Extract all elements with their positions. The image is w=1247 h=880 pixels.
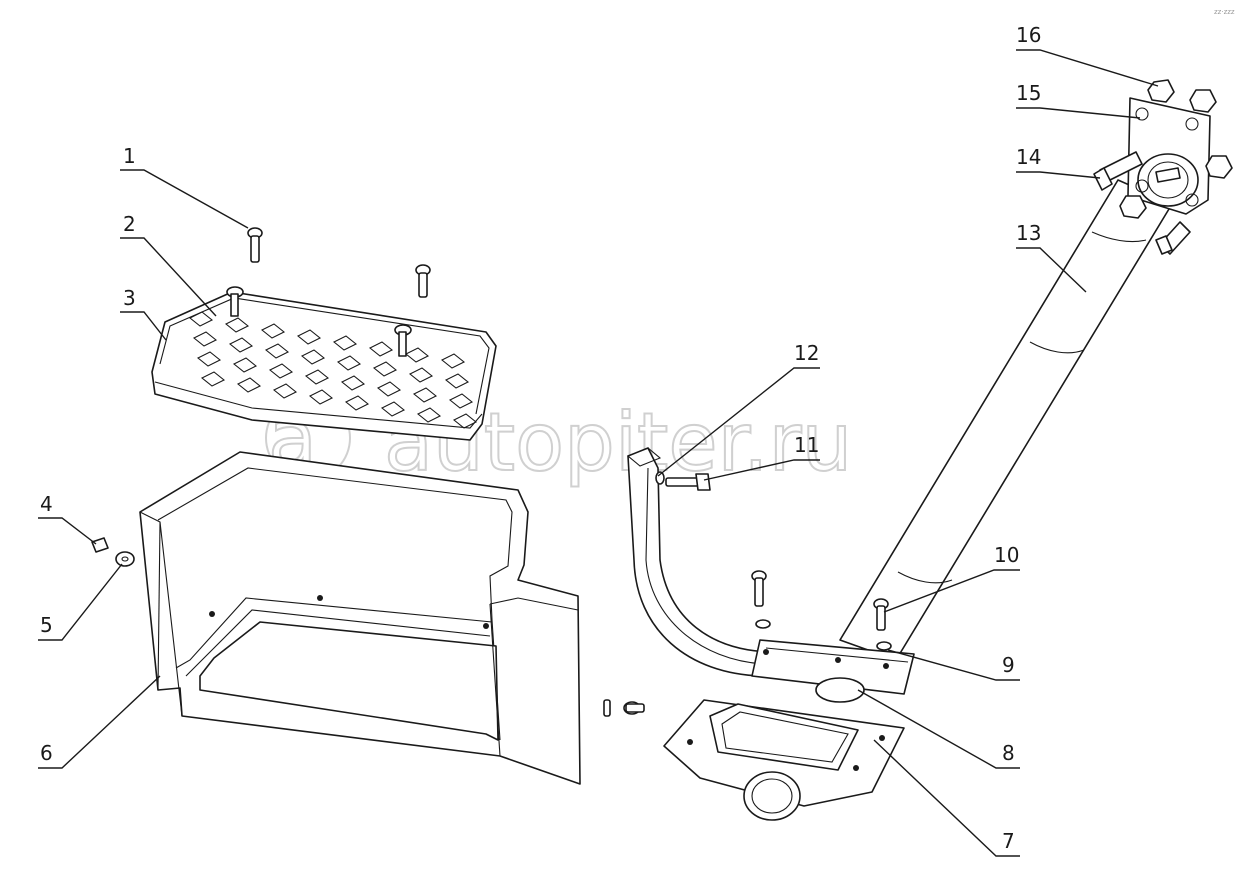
plate-perforation	[448, 393, 474, 409]
flange-bolts	[1093, 151, 1191, 255]
plate-perforation	[440, 353, 466, 369]
plate-perforation	[376, 381, 402, 397]
callout-4: 4	[38, 492, 97, 545]
plate-perforation	[188, 311, 214, 327]
plate-perforation	[308, 389, 334, 405]
plate-perforations	[188, 311, 478, 429]
plate-perforation	[260, 323, 286, 339]
plate-perforation	[196, 351, 222, 367]
plate-perforation	[236, 377, 262, 393]
small-bolt-pair	[603, 699, 645, 717]
plate-perforation	[200, 371, 226, 387]
callout-11: 11	[703, 433, 820, 481]
bolt-part-1a	[247, 227, 263, 263]
plate-fastener-a	[226, 286, 244, 317]
arm-bolt	[751, 570, 771, 629]
callout-2: 2	[120, 212, 217, 317]
callout-1: 1	[120, 144, 249, 229]
callout-label: 9	[1002, 653, 1015, 677]
plate-perforation	[368, 341, 394, 357]
callout-label: 14	[1016, 145, 1041, 169]
plate-perforation	[300, 349, 326, 365]
step-plate	[151, 291, 497, 441]
plate-perforation	[332, 335, 358, 351]
callout-9: 9	[887, 649, 1020, 681]
plate-perforation	[228, 337, 254, 353]
plate-perforation	[268, 363, 294, 379]
plate-perforation	[304, 369, 330, 385]
callout-label: 5	[40, 613, 53, 637]
callout-3: 3	[120, 286, 167, 341]
callout-16: 16	[1016, 23, 1159, 87]
flange-nuts	[1119, 79, 1233, 219]
callout-14: 14	[1016, 145, 1101, 179]
callout-label: 10	[994, 543, 1019, 567]
plate-perforation	[412, 387, 438, 403]
callout-6: 6	[38, 675, 161, 769]
spacer-part-8	[815, 677, 865, 703]
bottom-bracket	[663, 699, 905, 821]
callout-label: 3	[123, 286, 136, 310]
plate-perforation	[344, 395, 370, 411]
corner-mark: zz·zzz	[1214, 8, 1235, 16]
plate-perforation	[340, 375, 366, 391]
callout-label: 6	[40, 741, 53, 765]
callout-label: 2	[123, 212, 136, 236]
plate-perforation	[296, 329, 322, 345]
bolt-part-10	[873, 598, 892, 651]
callout-7: 7	[873, 739, 1020, 857]
callout-10: 10	[883, 543, 1020, 613]
screw-part-4	[91, 537, 109, 553]
plate-perforation	[264, 343, 290, 359]
step-housing	[139, 451, 581, 785]
callout-label: 1	[123, 144, 136, 168]
plate-perforation	[372, 361, 398, 377]
washer-part-5	[115, 551, 135, 567]
plate-perforation	[272, 383, 298, 399]
plate-perforation	[452, 413, 478, 429]
callout-label: 15	[1016, 81, 1041, 105]
support-tube	[839, 179, 1173, 661]
clamp-bar	[751, 639, 915, 695]
callout-label: 11	[794, 433, 819, 457]
plate-perforation	[408, 367, 434, 383]
callout-8: 8	[857, 689, 1020, 769]
callout-label: 4	[40, 492, 53, 516]
bolt-part-11	[655, 471, 711, 491]
callout-13: 13	[1016, 221, 1087, 293]
plate-perforation	[336, 355, 362, 371]
plate-perforation	[380, 401, 406, 417]
callout-15: 15	[1016, 81, 1141, 119]
callout-12: 12	[657, 341, 820, 477]
plate-perforation	[416, 407, 442, 423]
plate-perforation	[224, 317, 250, 333]
callout-label: 12	[794, 341, 819, 365]
plate-perforation	[444, 373, 470, 389]
callout-label: 16	[1016, 23, 1041, 47]
callout-5: 5	[38, 563, 123, 641]
plate-perforation	[192, 331, 218, 347]
plate-perforation	[404, 347, 430, 363]
bolt-part-1b	[415, 264, 431, 298]
plate-perforation	[232, 357, 258, 373]
callout-label: 13	[1016, 221, 1041, 245]
callout-label: 8	[1002, 741, 1015, 765]
plate-fastener-b	[394, 324, 412, 357]
callout-label: 7	[1002, 829, 1015, 853]
